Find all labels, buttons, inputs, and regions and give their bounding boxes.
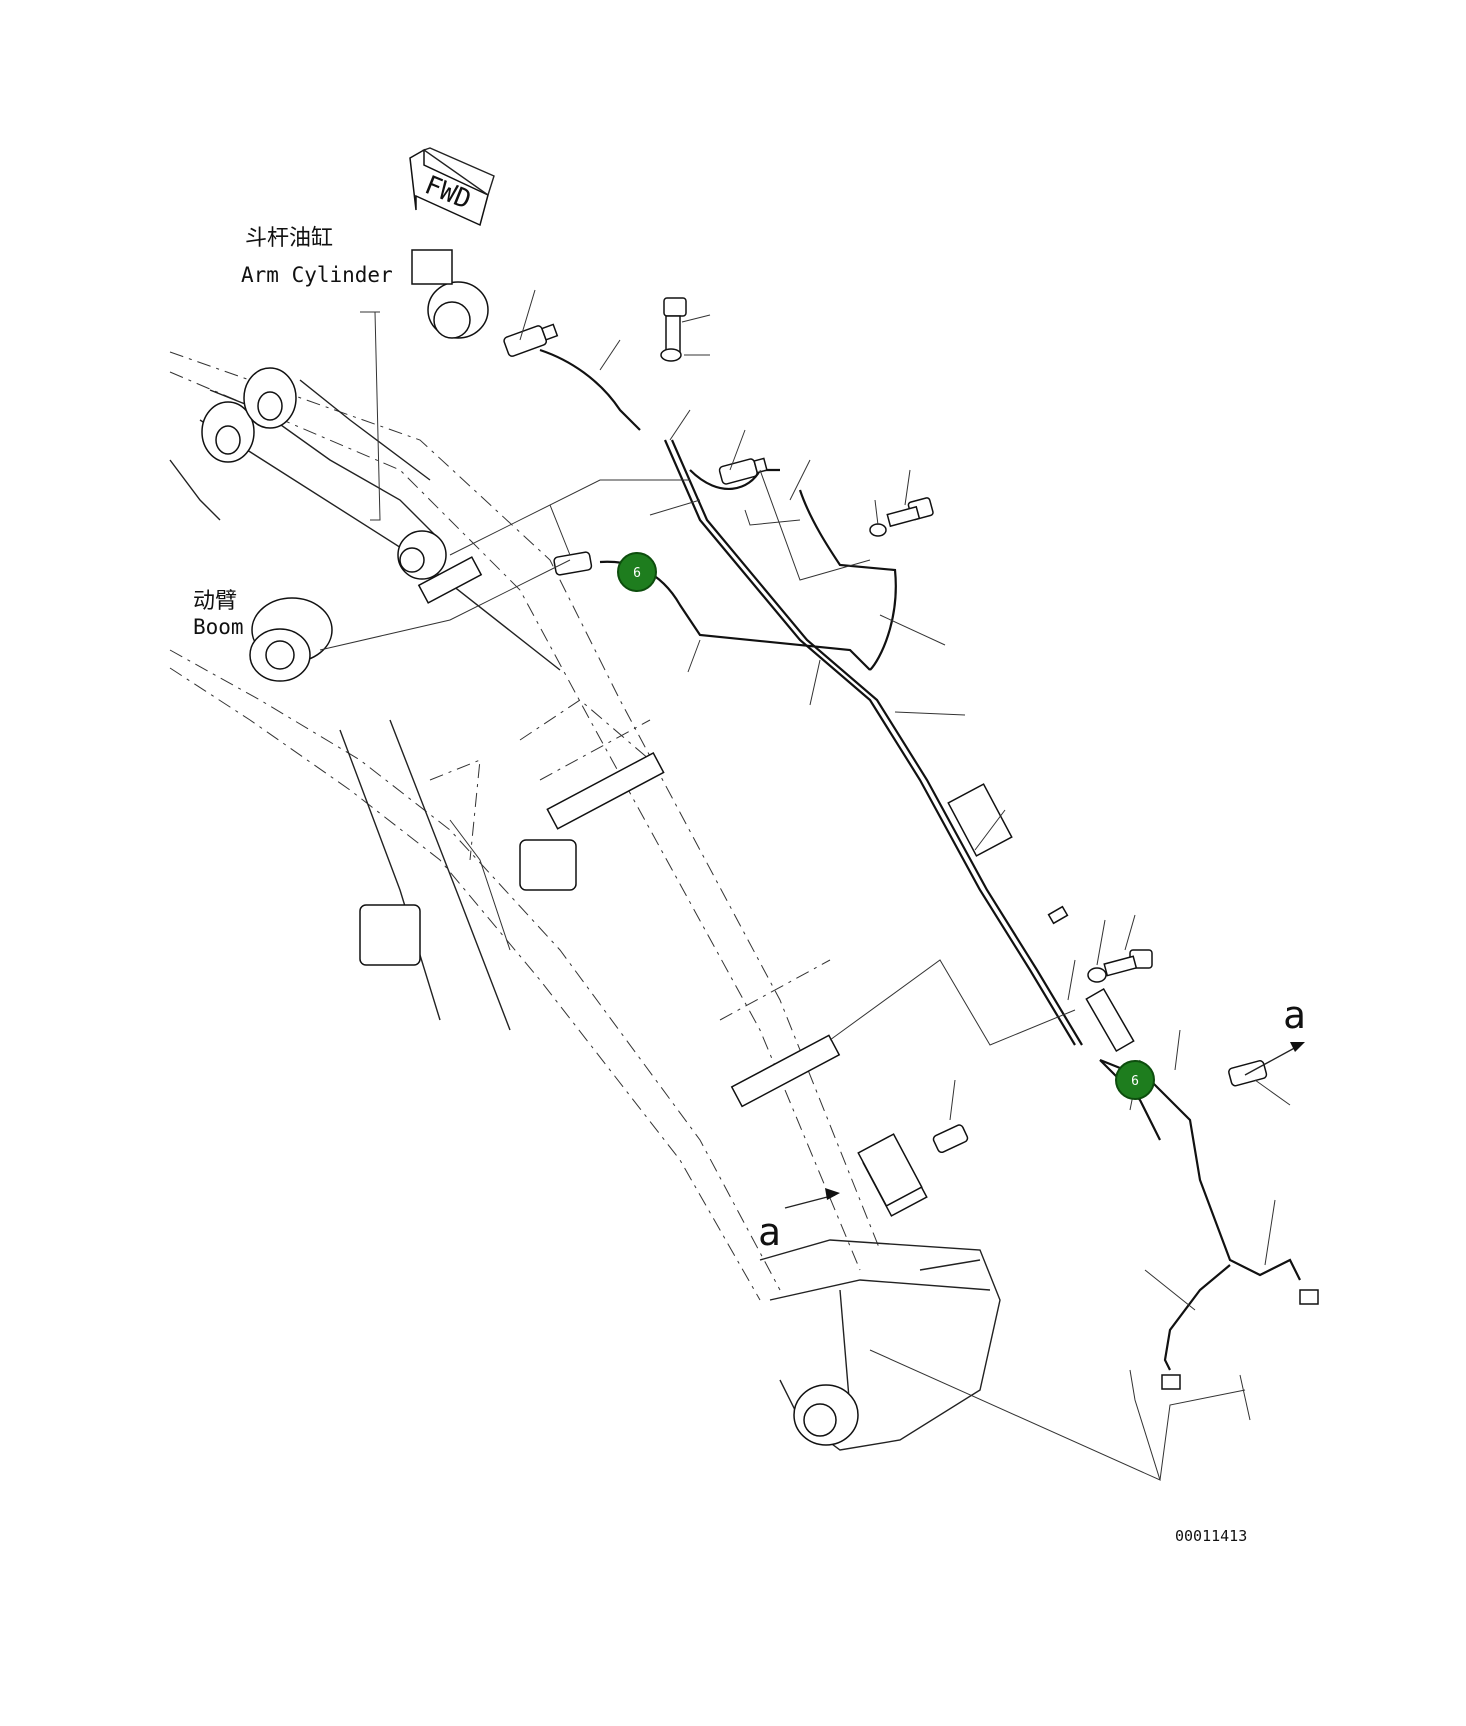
arm-cylinder-en-label: Arm Cylinder [241,263,393,287]
boom-clamps [417,556,928,1217]
boom-pins [201,249,859,1446]
washer-right [869,523,887,537]
pressure-sensor-left [553,551,593,576]
fwd-arrow: FWD [409,147,495,227]
washer-lower [1087,967,1107,983]
view-a-arrows [784,1042,1305,1209]
callout-6-lower[interactable]: 6 [1115,1060,1155,1100]
hose-protector [947,783,1013,857]
boom-en-label: Boom [193,615,244,639]
end-fitting-left [1161,1374,1181,1390]
bolt-lower [1103,949,1153,977]
bolt-right [886,497,934,528]
boom-cn-label: 动臂 [193,589,237,614]
end-fitting-right [1299,1289,1319,1305]
callout-6-lower-number: 6 [1131,1074,1139,1089]
washer-top [660,348,682,362]
hose-clamp [1085,987,1135,1053]
arm-cylinder-cn-label: 斗杆油缸 [245,226,333,251]
pressure-sensor-mid [718,457,768,485]
leader-lines [319,289,1291,1481]
pressure-sensor-bottom [932,1124,969,1154]
boom-structure [169,351,1001,1451]
view-a-label-top: a [1283,993,1306,1037]
pressure-sensor-top [503,323,559,357]
drawing-number: 00011413 [1175,1527,1247,1545]
view-a-label-bottom: a [758,1210,781,1254]
callout-6-upper[interactable]: 6 [617,552,657,592]
fittings [503,297,1319,1390]
bolt-top [663,297,687,357]
callout-6-upper-number: 6 [633,566,641,581]
